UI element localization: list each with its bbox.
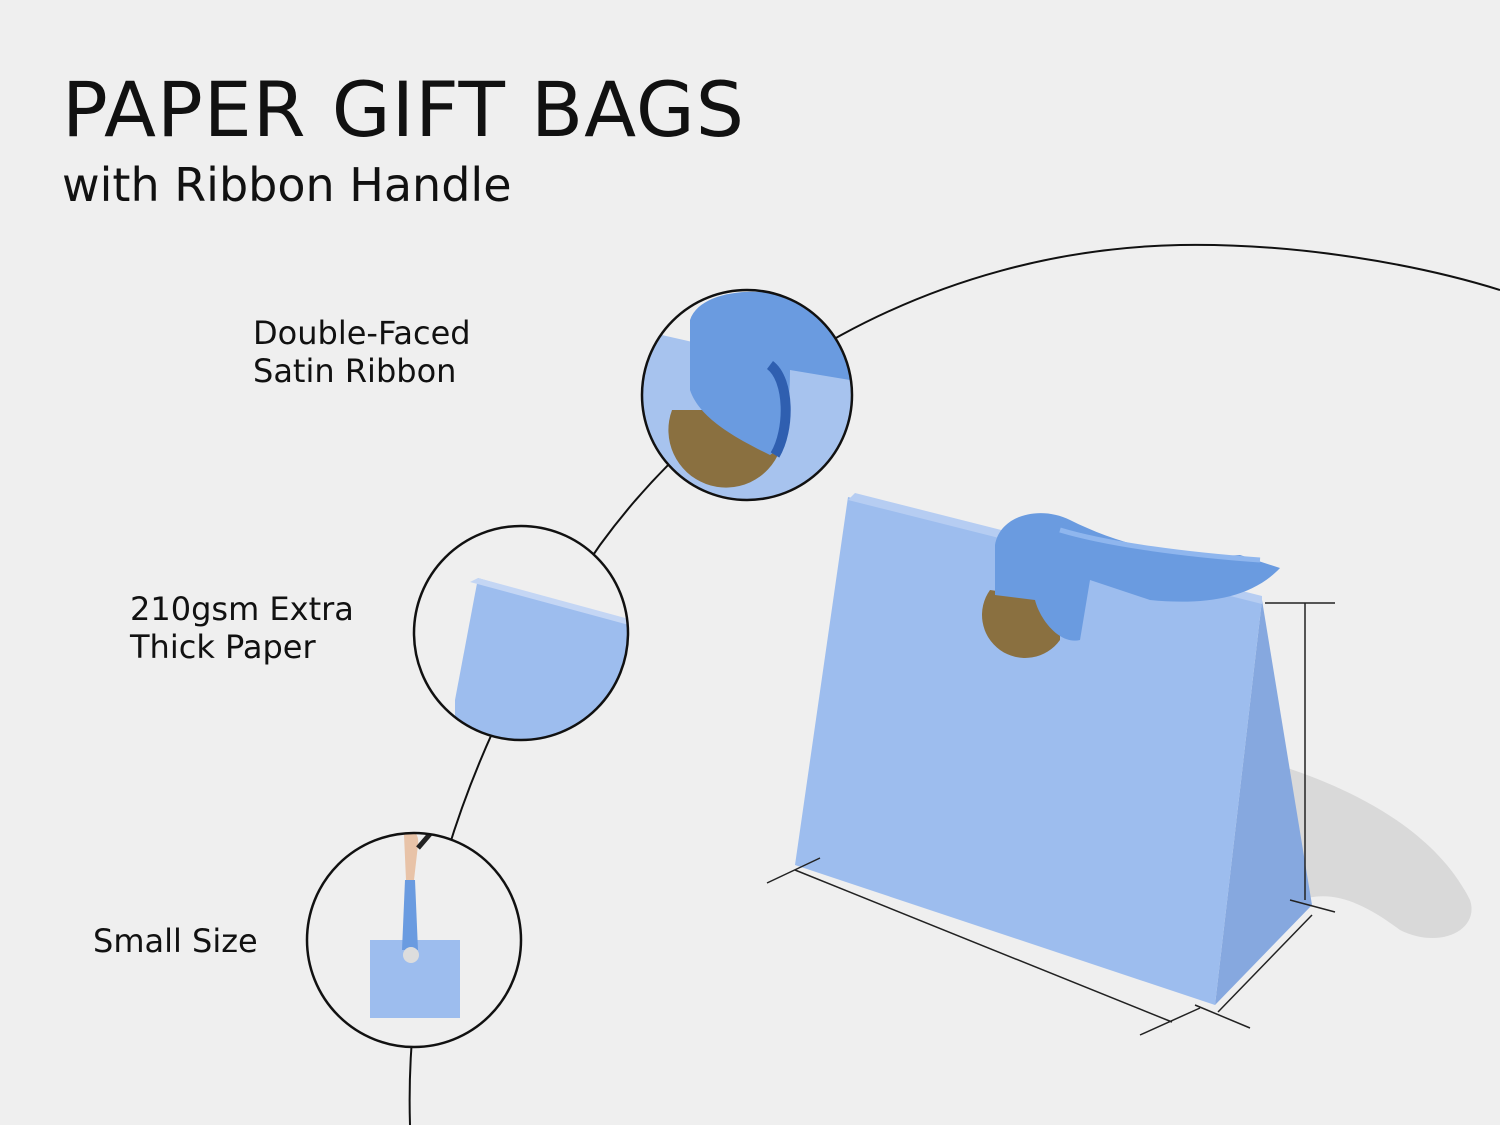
feature-ribbon: Double-Faced Satin Ribbon [253,314,471,390]
feature-size-line1: Small Size [93,922,258,960]
feature-paper-line1: 210gsm Extra [130,590,354,628]
dimension-lines [766,602,1336,1036]
feature-ribbon-line1: Double-Faced [253,314,471,352]
ribbon-detail-circle [640,288,854,502]
feature-paper-line2: Thick Paper [130,628,316,666]
bag-shadow [1262,760,1472,939]
feature-ribbon-line2: Satin Ribbon [253,352,457,390]
feature-paper: 210gsm Extra Thick Paper [130,590,354,666]
paper-detail-circle [412,524,630,742]
size-detail-circle [305,831,523,1049]
gift-bag [795,493,1312,1005]
page-subtitle: with Ribbon Handle [62,158,512,212]
feature-size: Small Size [93,922,258,960]
page-title: PAPER GIFT BAGS [62,65,745,154]
